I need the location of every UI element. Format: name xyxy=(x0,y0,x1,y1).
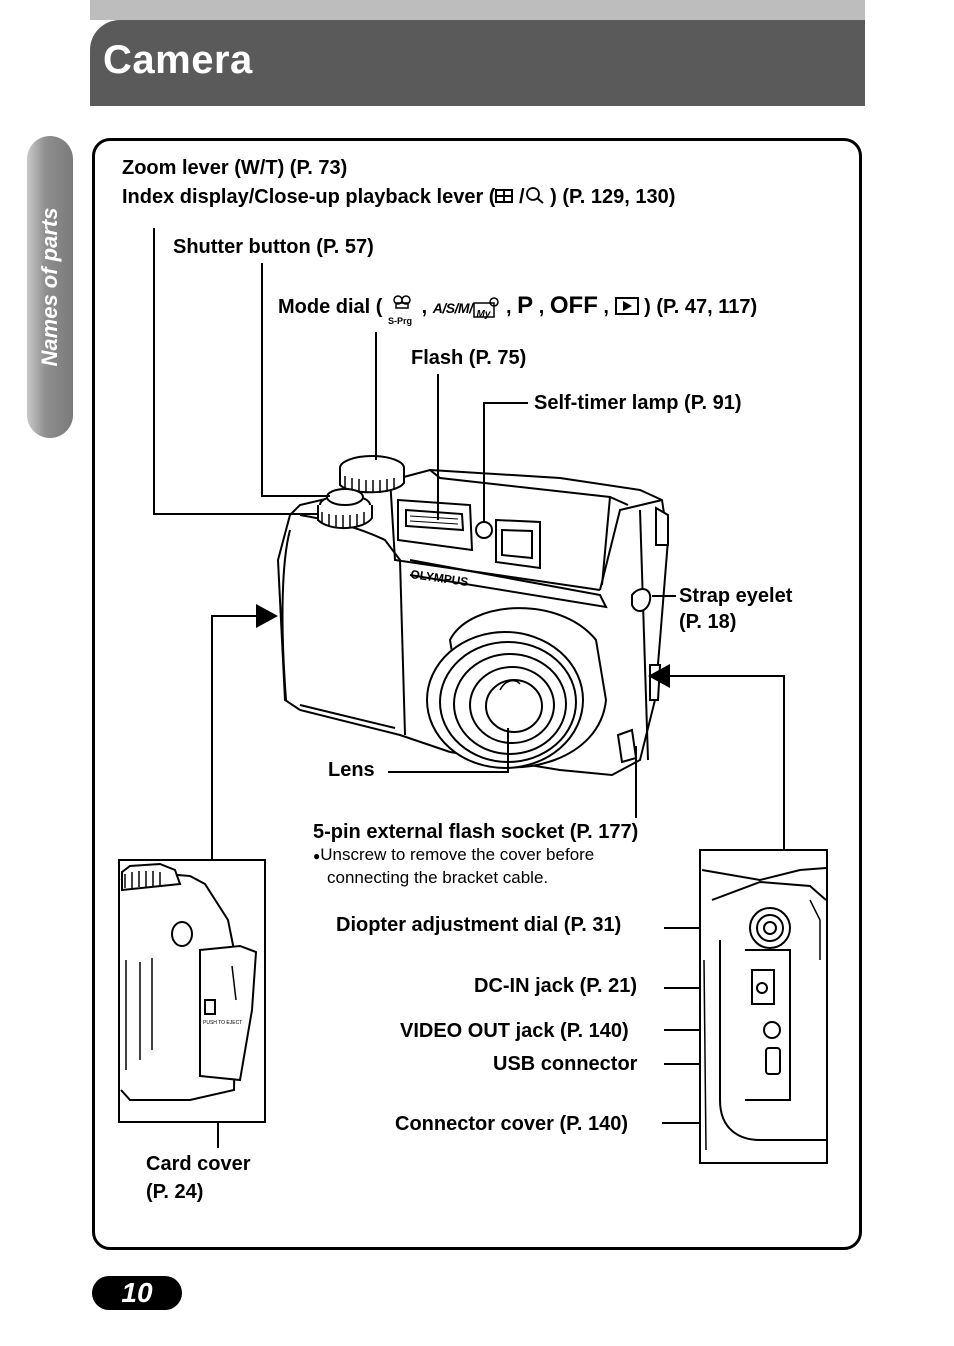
label-index-display: Index display/Close-up playback lever ( … xyxy=(122,185,675,210)
header-bar xyxy=(90,20,865,106)
leader-lens xyxy=(388,728,509,773)
label-mode-dial: Mode dial ( S-Prg , A/S/M/My , P , OFF ,… xyxy=(278,292,758,326)
label-connector-cover: Connector cover (P. 140) xyxy=(395,1113,629,1135)
label-strap-line1: Strap eyelet xyxy=(679,585,793,607)
page-number: 10 xyxy=(92,1276,182,1310)
separator-comma: , xyxy=(533,296,545,318)
section-tab xyxy=(27,136,73,438)
leader-card-view xyxy=(211,615,262,860)
my-text: My xyxy=(476,308,491,320)
label-shutter: Shutter button (P. 57) xyxy=(173,236,374,258)
label-diopter: Diopter adjustment dial (P. 31) xyxy=(336,914,622,936)
inset-card-cover xyxy=(118,859,266,1123)
label-mode-suffix: ) (P. 47, 117) xyxy=(638,296,758,318)
bullet-icon: ● xyxy=(313,849,321,863)
label-card-cover-line2: (P. 24) xyxy=(146,1181,204,1203)
flash-window-drawing xyxy=(397,498,474,552)
five-pin-note: ●Unscrew to remove the cover before xyxy=(313,843,594,868)
five-pin-note-line2: connecting the bracket cable. xyxy=(327,868,549,887)
label-flash: Flash (P. 75) xyxy=(411,347,527,369)
label-card-cover-line1: Card cover xyxy=(146,1153,251,1175)
magnify-icon xyxy=(525,186,545,210)
movie-sprg-icon: S-Prg xyxy=(388,294,416,326)
label-index-prefix: Index display/Close-up playback lever ( xyxy=(122,186,496,208)
separator-comma: , xyxy=(597,296,609,318)
lens-drawing xyxy=(426,607,608,769)
diagram-frame xyxy=(92,138,862,1250)
label-mode-prefix: Mode dial ( xyxy=(278,296,383,318)
label-usb: USB connector xyxy=(493,1053,638,1075)
arrow-side-view xyxy=(648,664,670,688)
mode-dial-drawing xyxy=(339,455,405,494)
mode-asm-text: A/S/M/ xyxy=(432,300,473,316)
label-index-suffix: ) (P. 129, 130) xyxy=(544,186,676,208)
leader-zoom-lever xyxy=(153,228,318,515)
label-index-sep: / xyxy=(513,186,525,208)
label-video-out: VIDEO OUT jack (P. 140) xyxy=(400,1020,629,1042)
label-dcin: DC-IN jack (P. 21) xyxy=(474,975,638,997)
mode-p-text: P xyxy=(517,292,534,319)
separator-comma: , xyxy=(416,296,428,318)
index-grid-icon xyxy=(495,186,514,210)
label-self-timer: Self-timer lamp (P. 91) xyxy=(534,392,742,414)
leader-side-view xyxy=(668,675,785,850)
five-pin-note-line1: Unscrew to remove the cover before xyxy=(320,845,595,864)
label-zoom-lever: Zoom lever (W/T) (P. 73) xyxy=(122,157,348,179)
shutter-drawing xyxy=(317,488,373,530)
arrow-card-view xyxy=(256,604,278,628)
separator-comma: , xyxy=(500,296,512,318)
label-five-pin: 5-pin external flash socket (P. 177) xyxy=(313,821,639,843)
playback-icon xyxy=(614,297,639,315)
label-lens: Lens xyxy=(328,759,375,781)
my-mode-icon: My xyxy=(472,296,500,320)
inset-side-view xyxy=(699,849,828,1164)
header-top-strip xyxy=(90,0,865,20)
sprg-text: S-Prg xyxy=(388,315,413,326)
page-title: Camera xyxy=(103,38,253,82)
leader-shutter xyxy=(261,263,330,497)
mode-off-text: OFF xyxy=(549,292,598,319)
card-door-text: PUSH TO EJECT xyxy=(203,1020,242,1026)
leader-self-timer xyxy=(483,402,528,522)
label-strap-line2: (P. 18) xyxy=(679,611,737,633)
